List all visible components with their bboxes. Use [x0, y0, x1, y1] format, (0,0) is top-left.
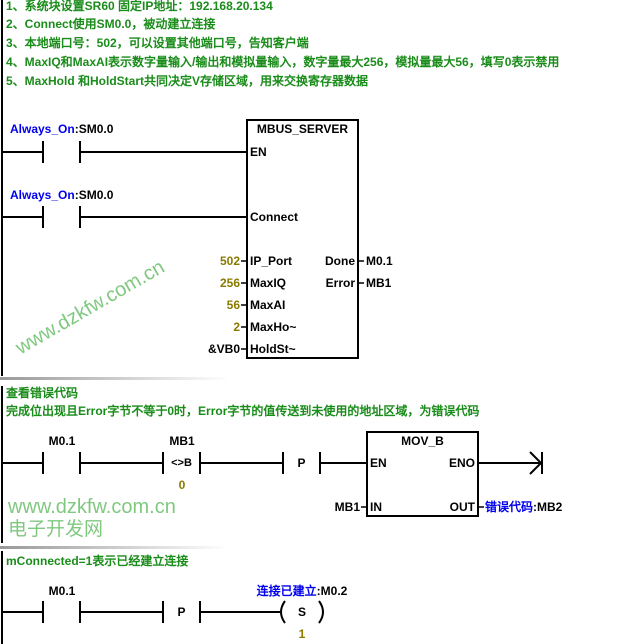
pulse-contact[interactable]: P — [297, 456, 306, 470]
note-4: 4、MaxIQ和MaxAI表示数字量输入/输出和模拟量输入，数字量最大256，模… — [6, 55, 560, 69]
note-2: 2、Connect使用SM0.0，被动建立连接 — [6, 17, 216, 31]
compare-op[interactable]: <>B — [171, 457, 192, 469]
coil-count[interactable]: 1 — [298, 627, 306, 641]
symbol: 连接已建立 — [256, 584, 317, 598]
mov-b-block[interactable] — [366, 431, 479, 517]
contact-m01-label: M0.1 — [48, 584, 76, 598]
symbol: Always_On — [10, 188, 75, 202]
address: :SM0.0 — [74, 122, 114, 136]
symbol: Always_On — [10, 122, 75, 136]
pulse-contact[interactable]: P — [177, 605, 186, 619]
pin-error: Error — [325, 276, 355, 290]
coil-label: 连接已建立:M0.2 — [232, 584, 372, 598]
compare-operand: MB1 — [169, 434, 195, 448]
address: :SM0.0 — [74, 188, 114, 202]
pin-done: Done — [325, 254, 355, 268]
watermark-name: 电子开发网 — [8, 519, 104, 540]
pin-eno: ENO — [448, 456, 475, 470]
contact2-label: Always_On:SM0.0 — [10, 188, 113, 202]
mbus-server-block[interactable] — [246, 119, 359, 359]
symbol: 错误代码 — [485, 500, 534, 514]
network-separator — [0, 377, 230, 380]
compare-value[interactable]: 0 — [178, 478, 186, 492]
value-holdstart[interactable]: &VB0 — [207, 342, 240, 356]
coil-left — [280, 600, 286, 624]
pin-en: EN — [370, 456, 387, 470]
network2-title: 查看错误代码 — [6, 386, 79, 400]
network3-title: mConnected=1表示已经建立连接 — [6, 554, 189, 568]
address: :MB2 — [533, 500, 563, 514]
pin-out: OUT — [449, 500, 475, 514]
value-maxhold[interactable]: 2 — [233, 320, 240, 334]
value-maxai[interactable]: 56 — [226, 298, 240, 312]
value-ip-port[interactable]: 502 — [219, 254, 240, 268]
pin-maxhold: MaxHo~ — [250, 320, 297, 334]
note-1: 1、系统块设置SR60 固定IP地址：192.168.20.134 — [6, 0, 273, 13]
network-separator — [0, 546, 230, 549]
value-out[interactable]: 错误代码:MB2 — [485, 500, 562, 514]
coil-right — [318, 600, 324, 624]
address: :M0.2 — [316, 584, 348, 598]
mov-b-title: MOV_B — [401, 434, 444, 448]
pin-maxai: MaxAI — [250, 298, 286, 312]
watermark-url: www.dzkfw.com.cn — [8, 496, 176, 518]
pin-holdstart: HoldSt~ — [250, 342, 296, 356]
note-5: 5、MaxHold 和HoldStart共同决定V存储区域，用来交换寄存器数据 — [6, 74, 369, 88]
note-3: 3、本地端口号：502，可以设置其他端口号，告知客户端 — [6, 36, 309, 50]
pin-connect: Connect — [250, 210, 298, 224]
pin-maxiq: MaxIQ — [250, 276, 287, 290]
pin-ip-port: IP_Port — [250, 254, 293, 268]
pin-en: EN — [250, 145, 267, 159]
value-done[interactable]: M0.1 — [366, 254, 393, 268]
contact-always-on-1[interactable] — [2, 141, 247, 163]
coil-set[interactable]: S — [297, 605, 306, 619]
contact-always-on-2[interactable] — [2, 206, 247, 228]
value-in[interactable]: MB1 — [334, 500, 360, 514]
contact-m01-label: M0.1 — [48, 434, 76, 448]
pin-in: IN — [370, 500, 382, 514]
value-error[interactable]: MB1 — [366, 276, 392, 290]
contact1-label: Always_On:SM0.0 — [10, 122, 113, 136]
block-title: MBUS_SERVER — [256, 122, 349, 136]
value-maxiq[interactable]: 256 — [219, 276, 240, 290]
network2-comment: 完成位出现且Error字节不等于0时，Error字节的值传送到未使用的地址区域，… — [6, 404, 480, 418]
